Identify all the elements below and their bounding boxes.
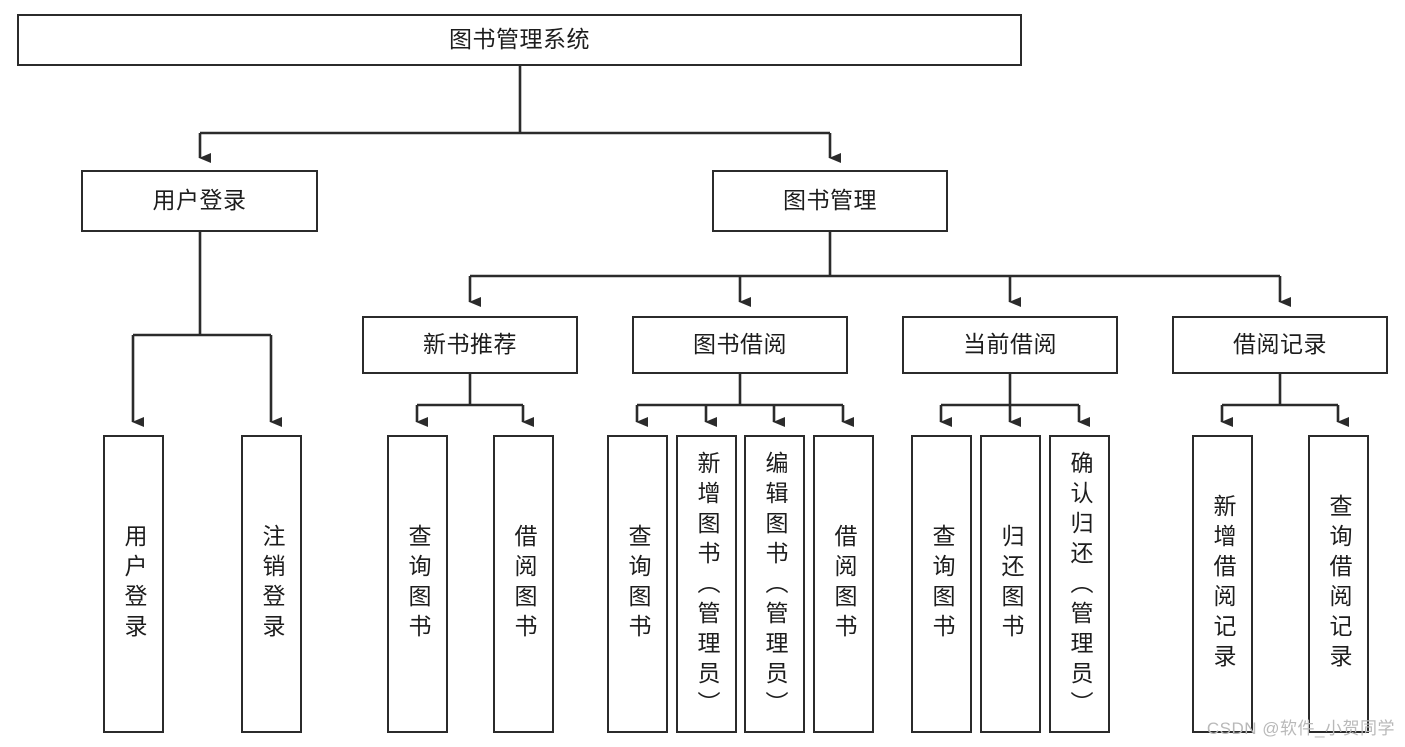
node-label: 注销登录 (259, 524, 285, 644)
leaf-return-book[interactable]: 归还图书 (980, 435, 1041, 733)
leaf-query-book-borrow[interactable]: 查询图书 (607, 435, 668, 733)
node-current-borrow[interactable]: 当前借阅 (902, 316, 1118, 374)
node-label: 图书借阅 (693, 331, 787, 358)
leaf-query-book-rec[interactable]: 查询图书 (387, 435, 448, 733)
node-label: 新书推荐 (423, 331, 517, 358)
leaf-user-login[interactable]: 用户登录 (103, 435, 164, 733)
leaf-borrow-book-rec[interactable]: 借阅图书 (493, 435, 554, 733)
node-label: 新增借阅记录 (1210, 494, 1236, 674)
node-label: 图书管理系统 (449, 26, 590, 53)
leaf-query-borrow-record[interactable]: 查询借阅记录 (1308, 435, 1369, 733)
node-label: 查询图书 (405, 524, 431, 644)
node-label: 编辑图书（管理员） (762, 451, 788, 721)
leaf-add-borrow-record[interactable]: 新增借阅记录 (1192, 435, 1253, 733)
leaf-edit-book[interactable]: 编辑图书（管理员） (744, 435, 805, 733)
node-label: 归还图书 (998, 524, 1024, 644)
node-label: 用户登录 (152, 187, 247, 214)
leaf-confirm-return[interactable]: 确认归还（管理员） (1049, 435, 1110, 733)
node-label: 查询图书 (929, 524, 955, 644)
node-borrow-record[interactable]: 借阅记录 (1172, 316, 1388, 374)
leaf-borrow-book[interactable]: 借阅图书 (813, 435, 874, 733)
node-label: 确认归还（管理员） (1067, 451, 1093, 721)
node-user-login[interactable]: 用户登录 (81, 170, 318, 232)
node-label: 当前借阅 (963, 331, 1057, 358)
node-label: 新增图书（管理员） (694, 451, 720, 721)
node-label: 用户登录 (121, 524, 147, 644)
node-label: 借阅图书 (831, 524, 857, 644)
node-label: 查询借阅记录 (1326, 494, 1352, 674)
leaf-user-logout[interactable]: 注销登录 (241, 435, 302, 733)
node-book-borrow[interactable]: 图书借阅 (632, 316, 848, 374)
node-label: 查询图书 (625, 524, 651, 644)
node-label: 借阅图书 (511, 524, 537, 644)
leaf-add-book[interactable]: 新增图书（管理员） (676, 435, 737, 733)
leaf-query-book-current[interactable]: 查询图书 (911, 435, 972, 733)
node-label: 借阅记录 (1233, 331, 1327, 358)
node-label: 图书管理 (783, 187, 877, 214)
watermark-text: CSDN @软件_小贺同学 (1206, 719, 1395, 738)
node-new-book-rec[interactable]: 新书推荐 (362, 316, 578, 374)
node-root-system[interactable]: 图书管理系统 (17, 14, 1022, 66)
node-book-manage[interactable]: 图书管理 (712, 170, 948, 232)
